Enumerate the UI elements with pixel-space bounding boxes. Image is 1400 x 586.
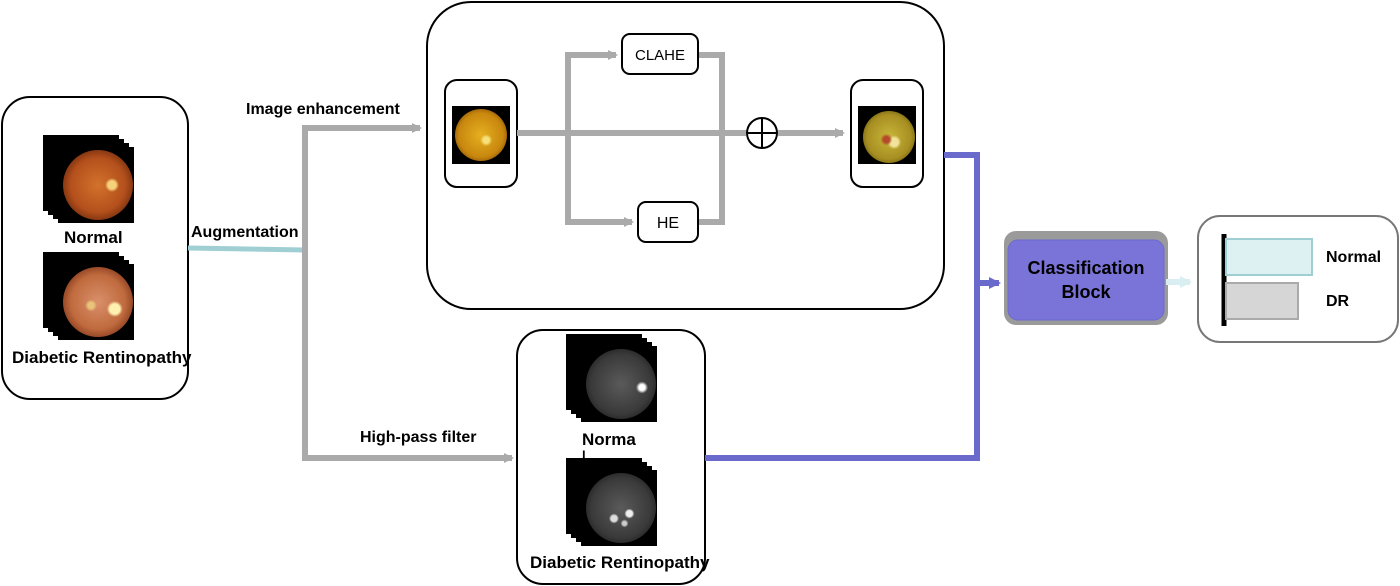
- enhancement-arrow: [302, 123, 422, 250]
- he-box: [637, 201, 699, 243]
- highpass-dr-label: Diabetic Rentinopathy: [530, 553, 710, 572]
- highpass-normal-stack: [566, 334, 658, 426]
- clahe-label: CLAHE: [635, 47, 685, 64]
- clahe-box: [621, 33, 699, 75]
- fusion-plus-icon: [746, 117, 778, 149]
- he-label: HE: [657, 215, 679, 232]
- output-panel: [1197, 215, 1399, 343]
- high-pass-arrow: [302, 250, 514, 463]
- input-enhancement-image: [452, 106, 510, 164]
- clahe-branch-arrow: [565, 50, 618, 133]
- he-out-line: [698, 133, 725, 225]
- output-normal-label: Normal: [1326, 249, 1381, 266]
- classification-label-line1: Classification: [1027, 258, 1144, 278]
- diabetic-retinopathy-label: Diabetic Rentinopathy: [12, 348, 192, 367]
- enhancement-to-classifier-line: [944, 152, 1001, 289]
- dr-fundus-image: [63, 267, 133, 337]
- normal-image-stack: [43, 135, 135, 227]
- highpass-dr-stack: [566, 458, 658, 550]
- augmentation-label: Augmentation: [191, 224, 299, 241]
- highpass-norma-label: Norma: [582, 430, 636, 449]
- highpass-normal-image: [586, 349, 656, 419]
- augmentation-line: [187, 245, 306, 253]
- high-pass-filter-label: High-pass filter: [360, 429, 476, 446]
- classification-block: [1007, 239, 1165, 321]
- highpass-to-classifier-line: [705, 283, 980, 461]
- classification-label-line2: Block: [1061, 282, 1111, 302]
- he-branch-arrow: [565, 133, 634, 227]
- highpass-dr-image: [586, 473, 656, 543]
- highpass-norma-cut-label: l: [582, 448, 586, 463]
- image-enhancement-label: Image enhancement: [246, 101, 401, 118]
- output-dr-label: DR: [1326, 293, 1350, 310]
- enhanced-output-image: [858, 106, 916, 164]
- normal-label: Normal: [64, 228, 123, 247]
- normal-fundus-image: [63, 150, 133, 220]
- bar-normal: [1225, 238, 1313, 276]
- bar-dr: [1225, 282, 1299, 320]
- dr-image-stack: [43, 252, 135, 344]
- clahe-out-line: [698, 52, 725, 133]
